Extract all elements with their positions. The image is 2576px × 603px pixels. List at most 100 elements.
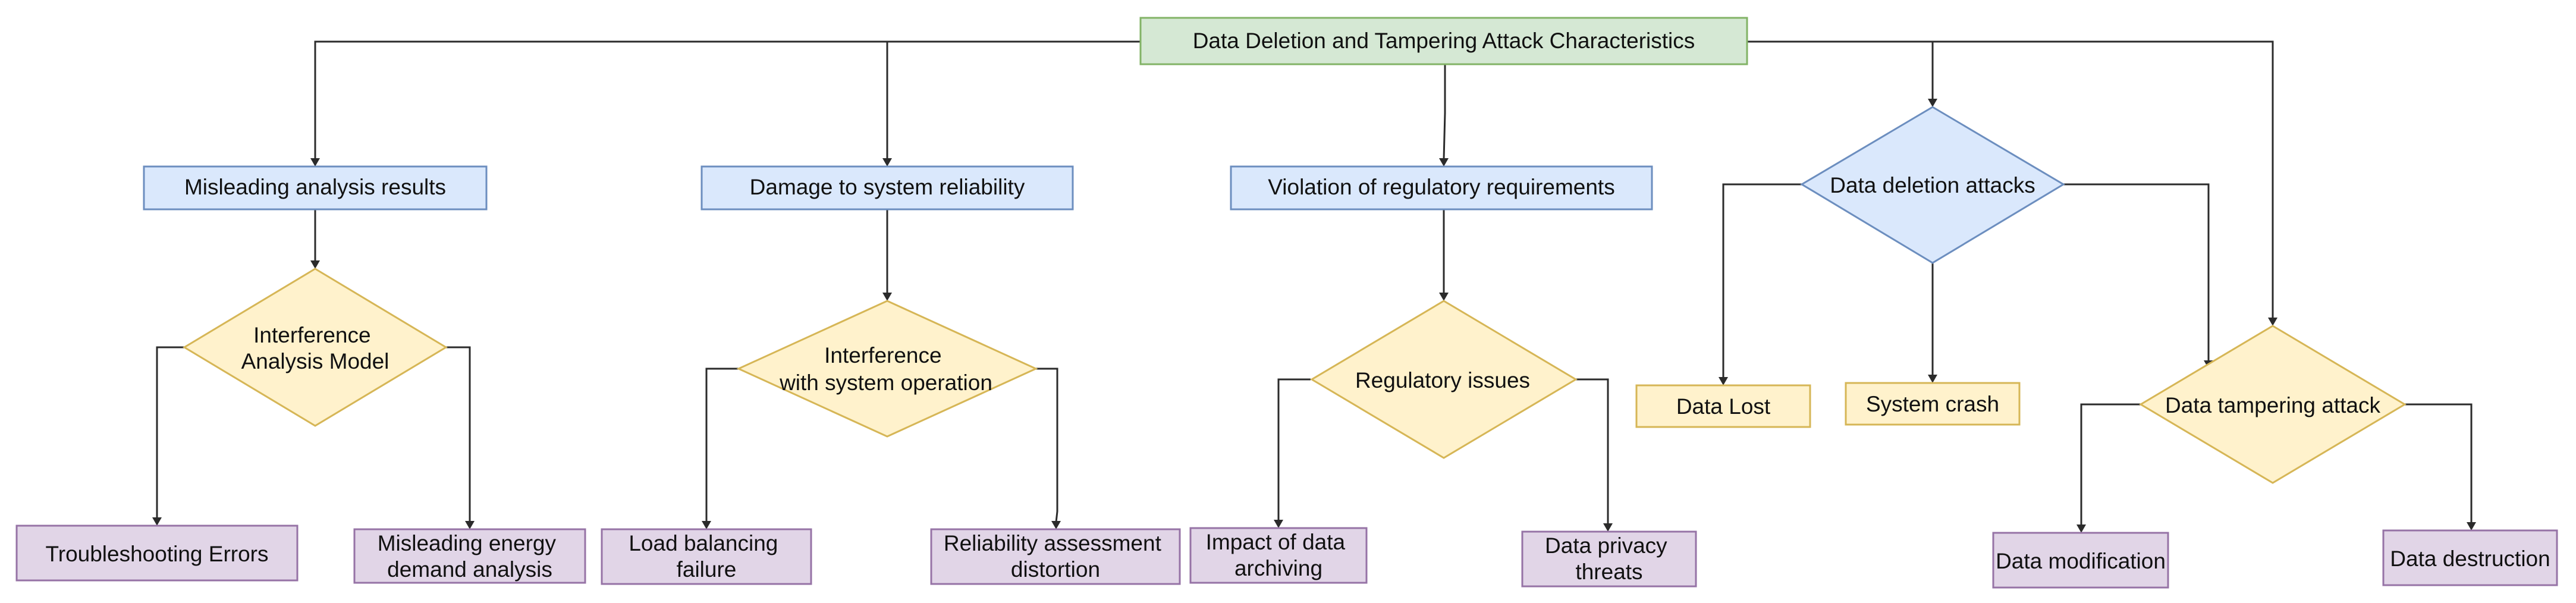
arrowhead [882, 158, 892, 167]
effect-node-label: Violation of regulatory requirements [1268, 175, 1614, 199]
edge-interference-model-to-troubleshooting [156, 346, 184, 519]
outcome-label: Data modification [1996, 549, 2166, 573]
arrowhead [2076, 525, 2086, 533]
outcome-label-line: Reliability assessment [944, 531, 1162, 555]
arrowhead [2467, 522, 2476, 530]
outcome-label: System crash [1866, 392, 1999, 416]
edge-interference-model-to-energy-demand [446, 346, 471, 522]
decision-label-line: Data deletion attacks [1830, 173, 2035, 197]
arrowhead [1603, 523, 1613, 532]
edge-regulatory-issues-to-archiving [1277, 378, 1311, 521]
arrowhead [702, 521, 711, 529]
effect-node-label: Misleading analysis results [184, 175, 446, 199]
outcome-box [15, 525, 299, 582]
effect-node-system-reliability: Damage to system reliability [700, 165, 1074, 211]
edge-tampering-to-modification [2080, 403, 2141, 526]
arrowhead [882, 293, 892, 301]
outcome-label-line: Impact of data [1206, 530, 1346, 554]
arrowhead [1928, 99, 1937, 107]
arrowhead [310, 158, 320, 167]
outcome-label: Data destruction [2390, 547, 2550, 571]
effect-node-regulatory-violation: Violation of regulatory requirements [1230, 165, 1653, 211]
outcome-label: Impact of data archiving [1206, 530, 1352, 580]
outcome-troubleshooting: Troubleshooting Errors [15, 525, 299, 582]
outcome-label: Misleading energy demand analysis [378, 531, 563, 582]
decision-label-line: Analysis Model [241, 349, 389, 373]
outcome-reliability-assessment: Reliability assessment distortion [930, 528, 1181, 585]
outcome-label-line: Data privacy [1545, 533, 1667, 558]
outcome-label-line: Data modification [1996, 549, 2166, 573]
decision-interference-model: Interference Analysis Model [183, 268, 448, 427]
effect-node-box [700, 165, 1074, 211]
outcome-label: Troubleshooting Errors [46, 542, 269, 566]
outcome-label-line: Troubleshooting Errors [46, 542, 269, 566]
outcome-box [1992, 532, 2169, 589]
decision-diamond [183, 268, 448, 427]
edge-interference-operation-to-reliability-assessment [1036, 368, 1058, 523]
outcome-label: Load balancing failure [629, 531, 784, 582]
outcome-label-line: distortion [1011, 557, 1100, 582]
decision-label-line: Regulatory issues [1355, 368, 1530, 392]
outcome-label-line: demand analysis [387, 557, 552, 582]
outcome-box [1635, 384, 1811, 428]
decision-regulatory-issues: Regulatory issues [1310, 300, 1578, 459]
decision-label: Data deletion attacks [1830, 173, 2035, 197]
outcome-label-line: Load balancing [629, 531, 778, 555]
arrowhead [2268, 318, 2277, 326]
outcome-label-line: Data Lost [1676, 394, 1771, 419]
effect-node-box [1230, 165, 1653, 211]
outcome-label-line: System crash [1866, 392, 1999, 416]
outcome-data-lost: Data Lost [1635, 384, 1811, 428]
decision-diamond [1310, 300, 1578, 459]
arrowhead [1051, 521, 1061, 529]
arrowhead [152, 517, 162, 526]
arrowhead [1439, 293, 1449, 301]
outcome-system-crash: System crash [1845, 382, 2021, 426]
decision-label-line: Data tampering attack [2165, 393, 2380, 417]
decision-label-line: Interference [824, 343, 941, 368]
outcome-box [930, 528, 1181, 585]
arrowhead [310, 260, 320, 269]
decision-diamond [736, 300, 1038, 438]
edge-deletion-to-tampering-attack [2063, 183, 2210, 362]
decision-tampering-attack: Data tampering attack [2139, 325, 2407, 484]
connectors [152, 40, 2476, 533]
decision-label: Data tampering attack [2165, 393, 2380, 417]
decision-label-line: with system operation [779, 370, 992, 395]
arrowhead [1719, 377, 1728, 385]
outcome-label-line: Data destruction [2390, 547, 2550, 571]
edge-interference-operation-to-load-balancing [705, 368, 739, 522]
decision-interference-operation: Interference with system operation [736, 300, 1038, 438]
outcome-box [1845, 382, 2021, 426]
arrowhead [1928, 375, 1937, 383]
edge-root-to-misleading-analysis [314, 40, 1141, 159]
outcome-label-line: failure [677, 557, 737, 582]
effect-node-box [143, 165, 488, 211]
outcome-label: Data privacy threats [1545, 533, 1673, 584]
arrowhead [1439, 158, 1449, 167]
edge-root-to-tampering-attack [1933, 40, 2274, 319]
root-node: Data Deletion and Tampering Attack Chara… [1139, 17, 1748, 65]
outcome-label: Data Lost [1676, 394, 1771, 419]
arrowhead [1274, 520, 1283, 528]
outcome-box [2382, 529, 2558, 586]
root-node-label: Data Deletion and Tampering Attack Chara… [1193, 29, 1695, 53]
decision-label: Interference Analysis Model [241, 323, 389, 373]
edge-root-to-regulatory-violation [1443, 64, 1446, 160]
outcome-modification: Data modification [1992, 532, 2169, 589]
decision-deletion-attacks: Data deletion attacks [1800, 106, 2065, 264]
outcome-label-line: threats [1575, 560, 1642, 584]
outcome-energy-demand: Misleading energy demand analysis [353, 528, 586, 584]
outcome-box [1189, 527, 1368, 584]
outcome-label-line: Misleading energy [378, 531, 557, 555]
effect-node-misleading-analysis: Misleading analysis results [143, 165, 488, 211]
outcome-box [353, 528, 586, 584]
edge-regulatory-issues-to-privacy [1576, 378, 1609, 525]
decision-diamond [2139, 325, 2407, 484]
arrowhead [465, 521, 475, 529]
decision-label: Interference with system operation [779, 343, 992, 395]
outcome-archiving: Impact of data archiving [1189, 527, 1368, 584]
outcome-box [1521, 530, 1697, 588]
edge-root-to-deletion-attacks [1747, 40, 1934, 100]
